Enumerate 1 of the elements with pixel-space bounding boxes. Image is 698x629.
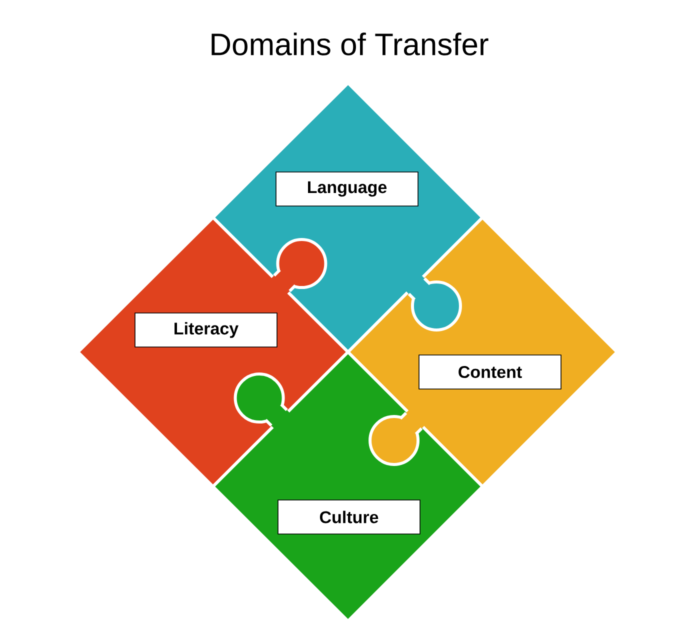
title: Domains of Transfer (212, 32, 488, 56)
